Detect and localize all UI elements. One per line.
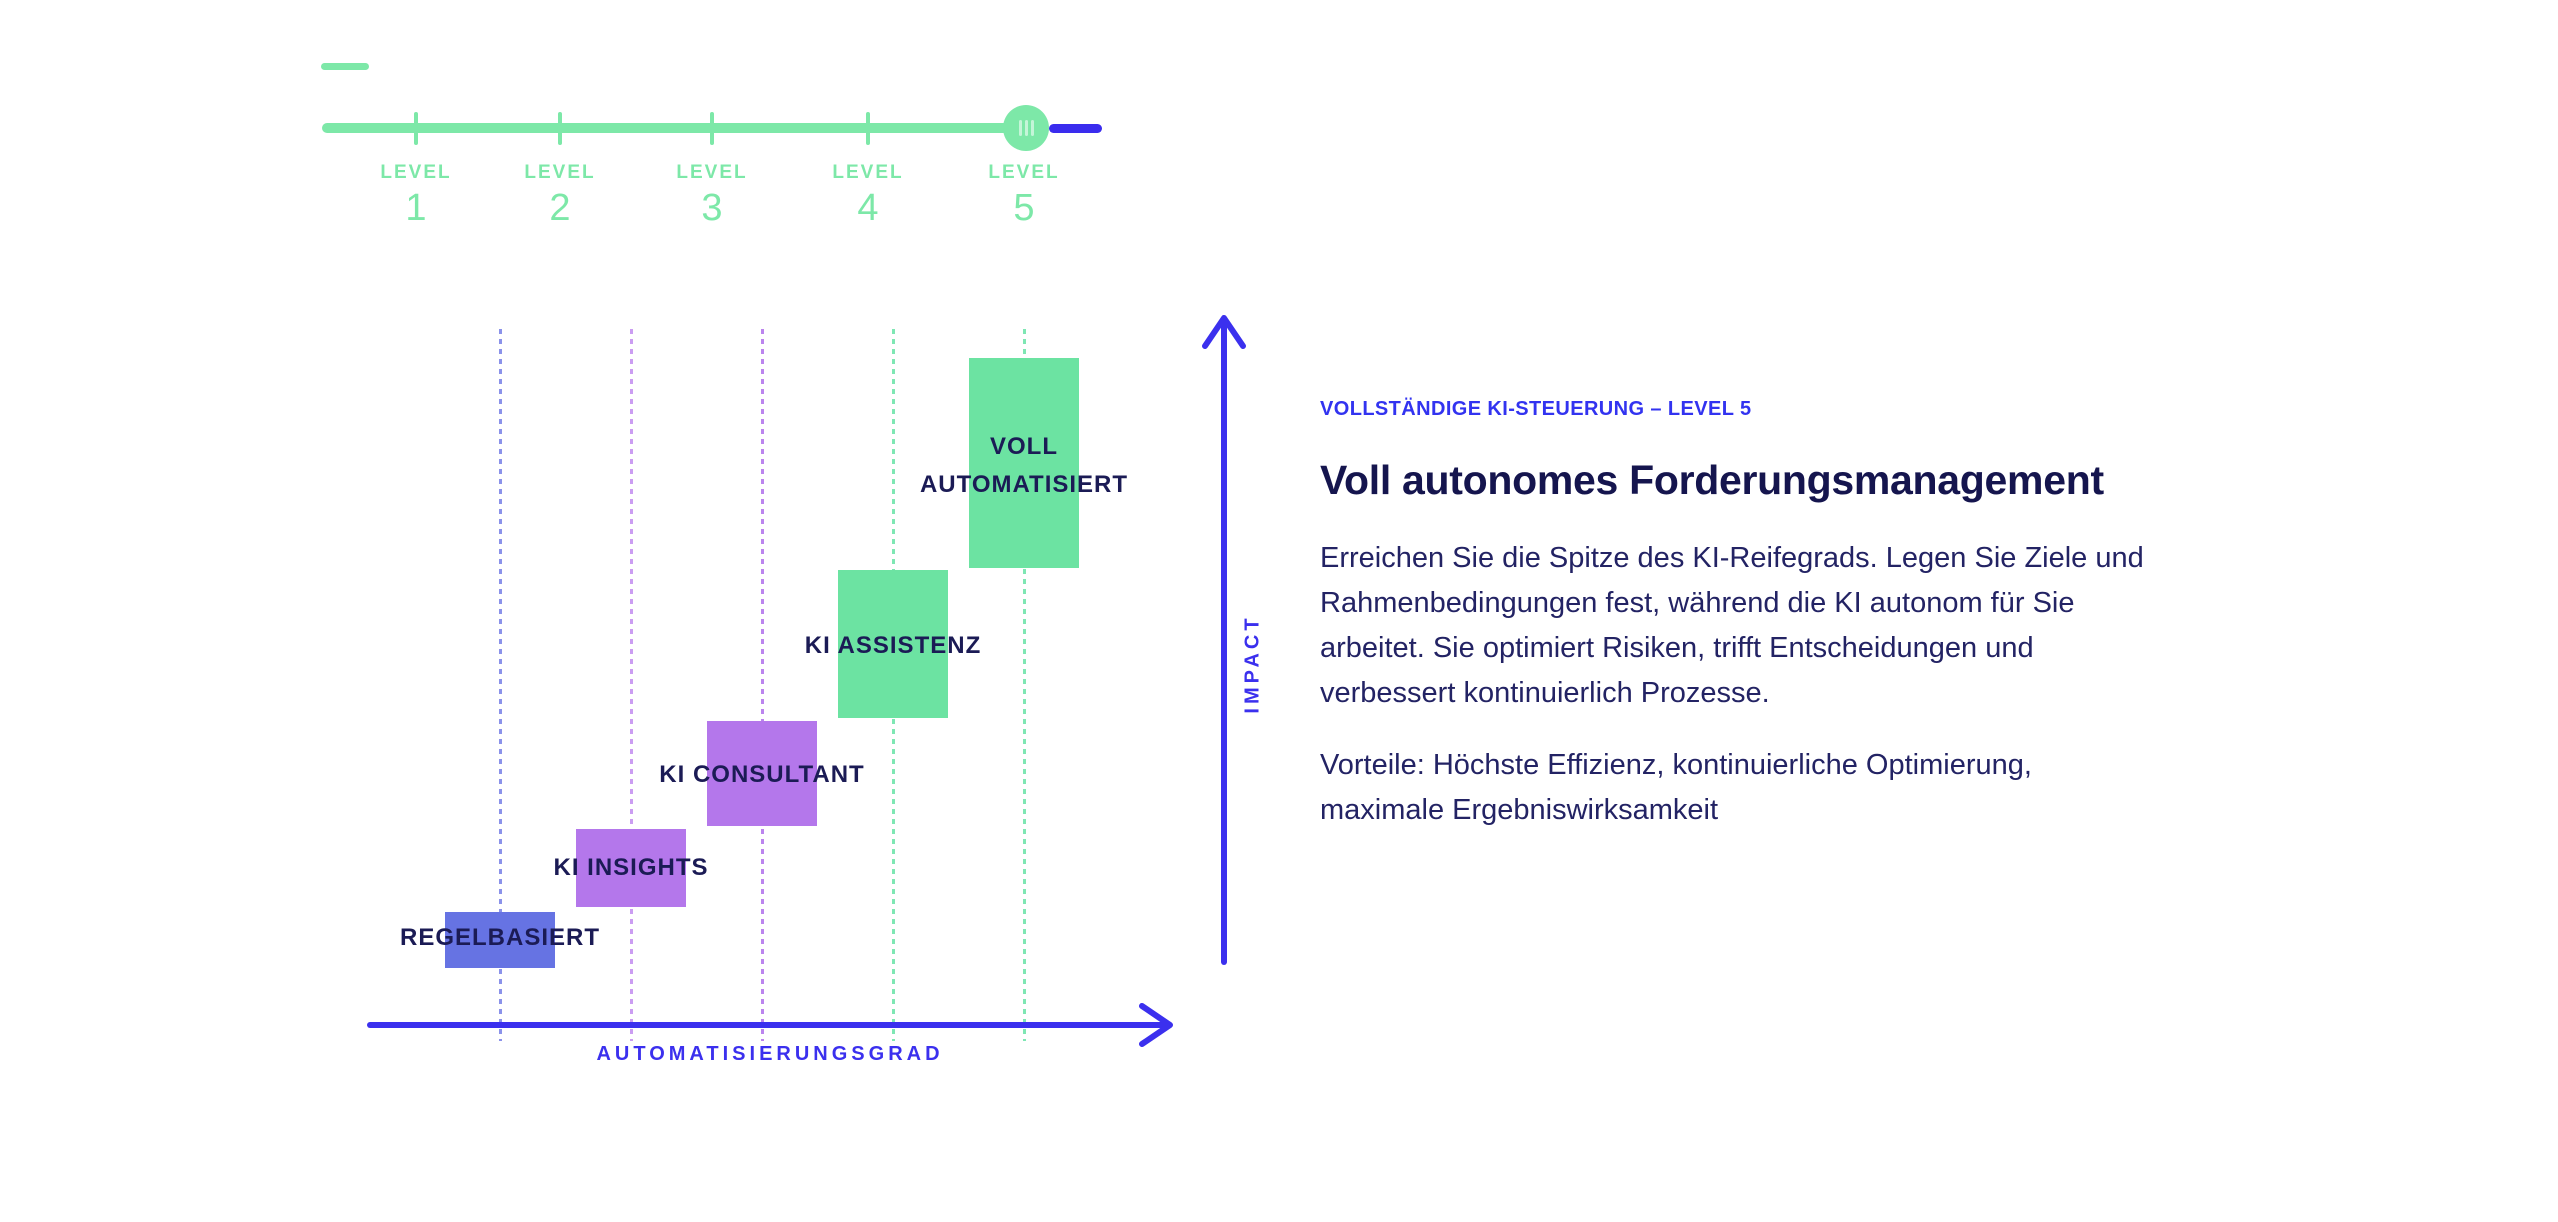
- level-number: 3: [701, 187, 723, 229]
- chart-step-label: REGELBASIERT: [399, 924, 601, 951]
- grip-icon: [1018, 120, 1034, 136]
- level-word: LEVEL: [832, 162, 904, 183]
- info-panel: VOLLSTÄNDIGE KI-STEUERUNG – LEVEL 5 Voll…: [1320, 396, 2310, 860]
- gridline-level-3: [761, 329, 764, 1041]
- chart-step-label: KI INSIGHTS: [553, 854, 709, 881]
- level-number: 5: [1013, 187, 1035, 229]
- accent-dash: [321, 63, 369, 70]
- level-number: 1: [405, 187, 427, 229]
- gridline-level-1: [499, 329, 502, 1041]
- x-axis-arrowhead-icon: [1139, 1003, 1173, 1047]
- chart-step-box-ki-consultant: [707, 721, 817, 826]
- slider-level-5[interactable]: LEVEL 5: [954, 162, 1094, 229]
- slider-tick-2: [558, 112, 562, 145]
- gridline-level-5: [1023, 329, 1026, 1041]
- y-axis-label: IMPACT: [1241, 614, 1264, 714]
- level-word: LEVEL: [988, 162, 1060, 183]
- chart-step-box-ki-insights: [576, 829, 686, 907]
- level-word: LEVEL: [380, 162, 452, 183]
- slider-level-2[interactable]: LEVEL 2: [490, 162, 630, 229]
- eyebrow-label: VOLLSTÄNDIGE KI-STEUERUNG – LEVEL 5: [1320, 398, 1752, 420]
- benefits-paragraph: Vorteile: Höchste Effizienz, kontinuierl…: [1320, 749, 2032, 826]
- chart-step-box-ki-assistenz: [838, 570, 948, 718]
- y-axis-arrowhead-icon: [1202, 315, 1246, 349]
- chart-step-label: VOLL AUTOMATISIERT: [919, 433, 1129, 498]
- slider-level-1[interactable]: LEVEL 1: [346, 162, 486, 229]
- level-word: LEVEL: [524, 162, 596, 183]
- chart-step-box-voll-automatisiert: [969, 358, 1079, 568]
- slider-track-remainder[interactable]: [1049, 124, 1102, 133]
- slider-level-4[interactable]: LEVEL 4: [798, 162, 938, 229]
- slider-level-3[interactable]: LEVEL 3: [642, 162, 782, 229]
- level-word: LEVEL: [676, 162, 748, 183]
- slider-tick-1: [414, 112, 418, 145]
- slider-tick-4: [866, 112, 870, 145]
- slider-handle[interactable]: [1003, 105, 1049, 151]
- level-number: 2: [549, 187, 571, 229]
- chart-step-label: KI ASSISTENZ: [804, 632, 982, 659]
- slider-tick-3: [710, 112, 714, 145]
- chart-step-label: KI CONSULTANT: [659, 761, 865, 788]
- x-axis-label: AUTOMATISIERUNGSGRAD: [596, 1043, 944, 1065]
- section-heading: Voll autonomes Forderungsmanagement: [1320, 457, 2104, 503]
- gridline-level-2: [630, 329, 633, 1041]
- slider-track-filled[interactable]: [322, 123, 1026, 133]
- level-number: 4: [857, 187, 879, 229]
- chart-step-box-regelbasiert: [445, 912, 555, 968]
- description-paragraph: Erreichen Sie die Spitze des KI-Reifegra…: [1320, 542, 2144, 709]
